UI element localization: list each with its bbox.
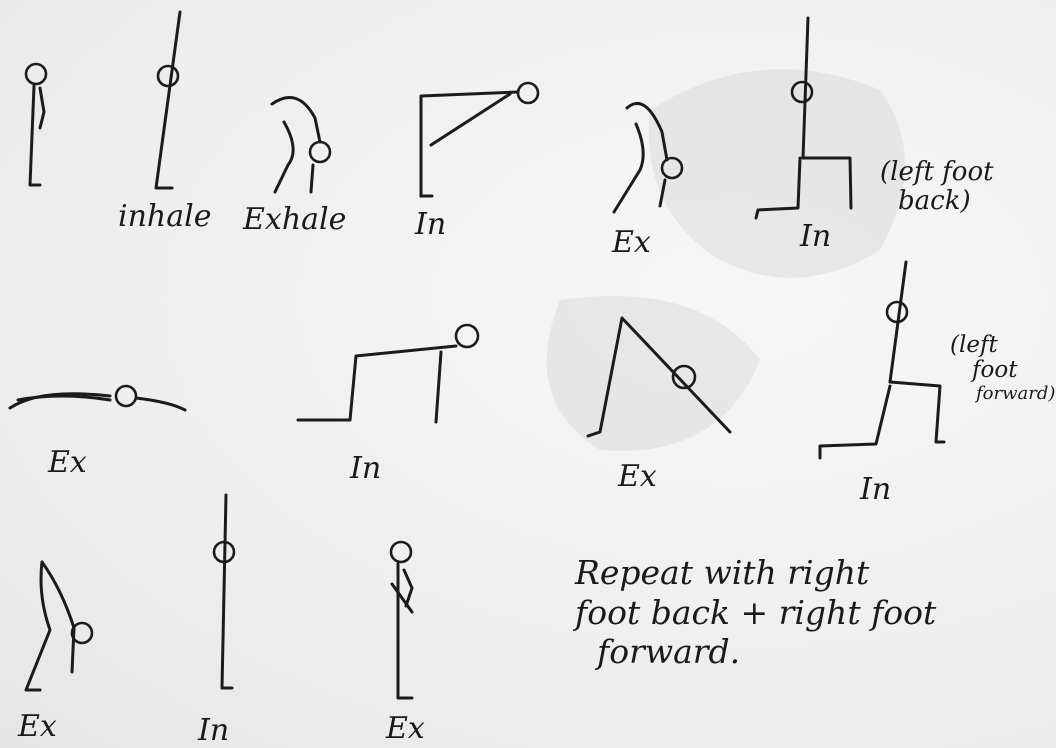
label-ex-3: Ex	[618, 462, 657, 492]
figure-forward-fold-1	[272, 98, 330, 192]
figure-standing-2	[391, 542, 412, 698]
label-in-5: In	[198, 716, 229, 746]
note-left-foot-forward: (left foot forward)	[950, 333, 1055, 403]
note-left-foot-forward-line-2: foot	[950, 358, 1055, 383]
note-left-foot-back-line-2: back)	[880, 187, 994, 216]
label-in-1: In	[415, 210, 446, 240]
repeat-instruction-line-3: forward.	[575, 632, 936, 672]
figure-forward-fold-3	[26, 562, 92, 690]
figure-arms-up-1	[156, 12, 180, 188]
label-inhale: inhale	[118, 202, 211, 232]
label-ex-1: Ex	[612, 228, 651, 258]
figure-arms-up-2	[214, 495, 234, 688]
label-ex-4: Ex	[18, 712, 57, 742]
figure-standing-1	[26, 64, 46, 185]
figure-table-top	[298, 325, 478, 422]
repeat-instruction-line-2: foot back + right foot	[575, 593, 936, 633]
note-left-foot-forward-line-1: (left	[950, 333, 1055, 358]
figure-lying-prone	[10, 386, 185, 410]
label-ex-2: Ex	[48, 448, 87, 478]
label-in-4: In	[860, 475, 891, 505]
watermark	[547, 69, 905, 451]
label-in-3: In	[350, 454, 381, 484]
label-exhale: Exhale	[243, 205, 346, 235]
note-left-foot-forward-line-3: forward)	[950, 384, 1055, 404]
label-in-2: In	[800, 222, 831, 252]
note-left-foot-back-line-1: (left foot	[880, 158, 994, 187]
repeat-instruction: Repeat with right foot back + right foot…	[575, 553, 936, 672]
figure-lunge-2	[820, 262, 944, 458]
note-left-foot-back: (left foot back)	[880, 158, 994, 215]
figure-half-lift-1	[421, 83, 538, 196]
label-ex-5: Ex	[386, 714, 425, 744]
repeat-instruction-line-1: Repeat with right	[575, 553, 936, 593]
